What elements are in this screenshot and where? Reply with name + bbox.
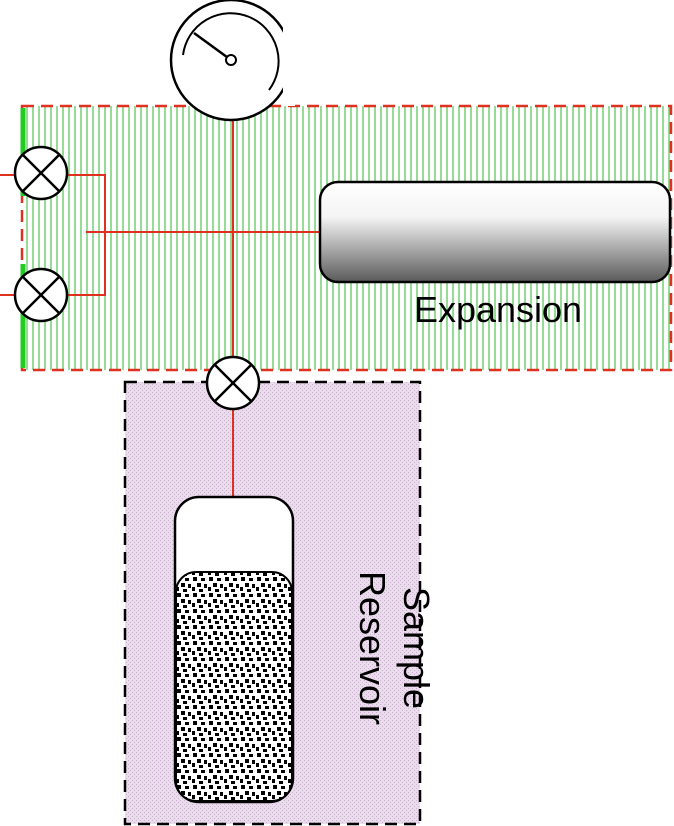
reservoir-label: Reservoir [352,571,393,725]
piping [0,118,320,496]
pressure-gauge-icon [169,0,295,122]
expansion-label: Expansion [414,289,582,330]
sample-label: Sample [396,587,437,709]
expansion-tank-icon [318,180,672,284]
sample-vessel-icon [173,495,295,804]
valve-icon[interactable] [205,355,261,411]
valve-icon[interactable] [13,145,69,201]
sample-reservoir-label: Sample Reservoir [352,571,437,725]
valve-icon[interactable] [13,267,69,323]
